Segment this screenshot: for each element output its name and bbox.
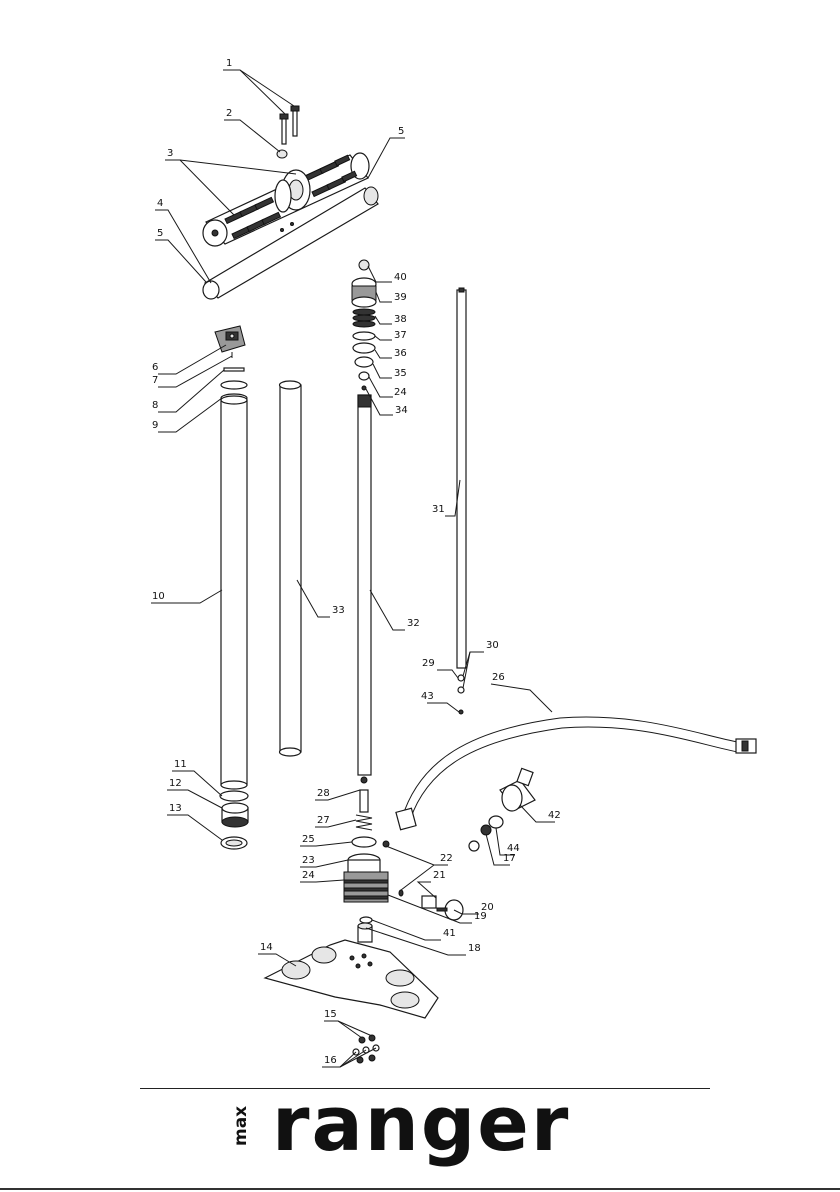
callout-8: 8 bbox=[152, 400, 158, 411]
brand-prefix: max bbox=[206, 1124, 276, 1146]
callout-25: 25 bbox=[302, 834, 315, 845]
callout-38: 38 bbox=[394, 314, 407, 325]
callout-39: 39 bbox=[394, 292, 407, 303]
callout-29: 29 bbox=[422, 658, 435, 669]
callout-30: 30 bbox=[486, 640, 499, 651]
callout-18: 18 bbox=[468, 943, 481, 954]
callout-21: 21 bbox=[433, 870, 446, 881]
callout-24a: 24 bbox=[302, 870, 315, 881]
callout-5b: 5 bbox=[157, 228, 163, 239]
callout-24b: 24 bbox=[394, 387, 407, 398]
callout-40: 40 bbox=[394, 272, 407, 283]
callout-36: 36 bbox=[394, 348, 407, 359]
callout-15: 15 bbox=[324, 1009, 337, 1020]
callout-17: 17 bbox=[503, 853, 516, 864]
callout-37: 37 bbox=[394, 330, 407, 341]
pump-head bbox=[215, 326, 247, 402]
long-rod bbox=[457, 288, 466, 714]
callout-35: 35 bbox=[394, 368, 407, 379]
callout-44: 44 bbox=[507, 843, 520, 854]
callout-42: 42 bbox=[548, 810, 561, 821]
callout-23: 23 bbox=[302, 855, 315, 866]
callout-34: 34 bbox=[395, 405, 408, 416]
callout-41: 41 bbox=[443, 928, 456, 939]
callout-43: 43 bbox=[421, 691, 434, 702]
callout-32: 32 bbox=[407, 618, 420, 629]
brand-logo: max ranger bbox=[230, 1092, 590, 1172]
piston-stack bbox=[352, 260, 376, 775]
valve-assembly bbox=[469, 768, 535, 851]
callout-2: 2 bbox=[226, 108, 232, 119]
callout-28: 28 bbox=[317, 788, 330, 799]
callout-13: 13 bbox=[169, 803, 182, 814]
lower-assembly bbox=[220, 777, 463, 942]
hose bbox=[396, 717, 756, 830]
outer-tube bbox=[221, 396, 247, 789]
callout-26: 26 bbox=[492, 672, 505, 683]
callout-5a: 5 bbox=[398, 126, 404, 137]
callout-11: 11 bbox=[174, 759, 187, 770]
callout-4: 4 bbox=[157, 198, 163, 209]
exploded-parts-diagram: 1 2 3 4 5 5 6 7 8 9 10 11 12 13 14 15 16… bbox=[0, 0, 840, 1085]
page-bottom-border bbox=[0, 1188, 840, 1190]
callout-6: 6 bbox=[152, 362, 158, 373]
callout-20: 20 bbox=[481, 902, 494, 913]
callout-22: 22 bbox=[440, 853, 453, 864]
handle-assembly bbox=[203, 106, 378, 299]
tube-33 bbox=[280, 381, 302, 756]
callout-16: 16 bbox=[324, 1055, 337, 1066]
callout-12: 12 bbox=[169, 778, 182, 789]
callout-10: 10 bbox=[152, 591, 165, 602]
callout-31: 31 bbox=[432, 504, 445, 515]
callout-33: 33 bbox=[332, 605, 345, 616]
brand-name: ranger bbox=[272, 1084, 570, 1164]
callout-27: 27 bbox=[317, 815, 330, 826]
callout-3: 3 bbox=[167, 148, 173, 159]
callout-9: 9 bbox=[152, 420, 158, 431]
base-plate bbox=[265, 940, 438, 1018]
callout-1: 1 bbox=[226, 58, 232, 69]
callout-7: 7 bbox=[152, 375, 158, 386]
callout-14: 14 bbox=[260, 942, 273, 953]
